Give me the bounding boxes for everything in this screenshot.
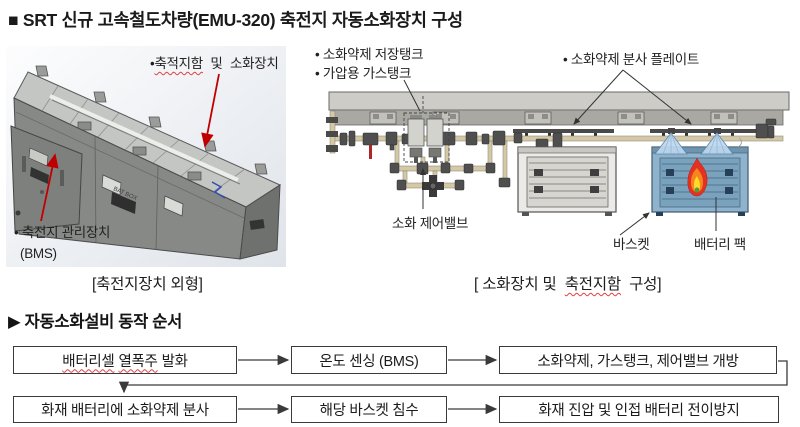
basket-flooded	[651, 128, 749, 216]
bms-compartment	[10, 125, 83, 232]
basket-label: 바스켓	[613, 237, 650, 252]
battery-box-illustration: BAT BOX	[6, 46, 286, 267]
flow-step-agent-spray: 화재 배터리에 소화약제 분사	[13, 396, 237, 423]
control-valve-label: 소화 제어밸브	[392, 216, 469, 231]
leader-lines	[403, 69, 717, 236]
agent-tank-label: • 소화약제 저장탱크	[315, 47, 424, 62]
flow-step-valve-open: 소화약제, 가스탱크, 제어밸브 개방	[499, 346, 777, 374]
gas-tank-label: • 가압용 가스탱크	[315, 66, 412, 81]
bms-label-line1: • 축전지 관리장치	[14, 225, 111, 240]
red-valve-handle	[369, 145, 372, 159]
basket-normal	[517, 146, 617, 216]
control-valve	[422, 175, 444, 197]
right-figure-caption: [ 소화장치 및 축전지함 구성]	[474, 276, 662, 293]
battery-pack-label: 배터리 팩	[694, 237, 746, 252]
flowchart-heading: ▶ 자동소화설비 동작 순서	[8, 313, 183, 331]
spray-cones	[654, 128, 734, 155]
spray-plate-rails	[513, 129, 757, 136]
extinguishing-system-schematic	[326, 69, 790, 236]
agent-and-gas-tanks	[403, 96, 450, 163]
left-figure-caption: [축전지장치 외형]	[92, 276, 203, 293]
arrow-to-bms	[40, 153, 59, 222]
flow-step-temp-sensing: 온도 센싱 (BMS)	[291, 346, 447, 374]
arrow-to-lid	[201, 73, 220, 148]
spray-plate-label: • 소화약제 분사 플레이트	[563, 52, 699, 67]
page-title: ■ SRT 신규 고속철도차량(EMU-320) 축전지 자동소화장치 구성	[8, 10, 463, 30]
flow-step-suppression: 화재 진압 및 인접 배터리 전이방지	[499, 396, 779, 423]
bms-label-line2: (BMS)	[20, 246, 57, 261]
flow-connectors	[118, 354, 788, 415]
battery-compartment-label: •축적지함 및 소화장치	[150, 56, 279, 71]
bullet: •	[150, 56, 155, 71]
flame-icon	[687, 157, 708, 197]
flow-step-thermal-runaway: 배터리셀 열폭주 발화	[13, 346, 237, 374]
flow-step-basket-flood: 해당 바스켓 침수	[291, 396, 447, 423]
